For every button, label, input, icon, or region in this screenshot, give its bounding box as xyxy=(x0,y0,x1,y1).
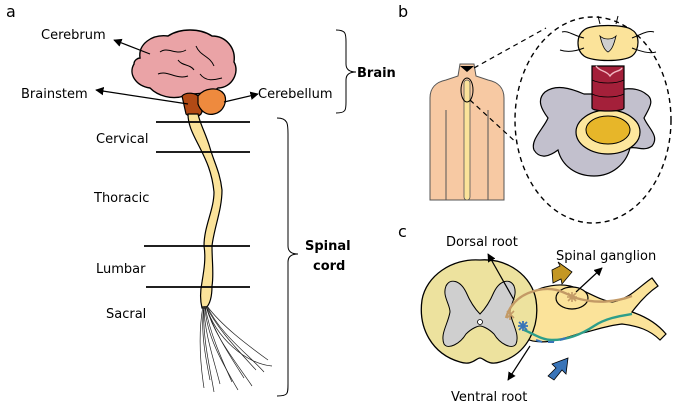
label-spinal-ganglion: Spinal ganglion xyxy=(556,249,656,264)
torso-arm-lines xyxy=(445,110,489,200)
label-ventral-root: Ventral root xyxy=(451,390,527,405)
brain-brace xyxy=(335,29,357,114)
body-spinal-cord-highlight xyxy=(460,77,474,103)
label-brainstem: Brainstem xyxy=(21,87,88,102)
cord-cross-section xyxy=(420,259,538,364)
central-canal xyxy=(477,319,483,325)
cord-top-rootlets xyxy=(559,15,657,54)
dura-segment xyxy=(591,65,625,112)
sensory-pathway xyxy=(504,287,633,319)
cerebellum-arrow xyxy=(223,91,259,103)
label-dorsal-root: Dorsal root xyxy=(446,235,518,250)
label-cerebellum: Cerebellum xyxy=(258,87,333,102)
cerebrum-folds xyxy=(157,45,223,81)
label-lumbar: Lumbar xyxy=(96,262,146,277)
sensory-direction-arrow xyxy=(551,261,573,285)
cerebrum-arrow xyxy=(113,38,151,55)
disc-nucleus xyxy=(585,115,631,145)
cord-top-grey-matter xyxy=(599,34,617,53)
label-sacral: Sacral xyxy=(106,307,146,322)
dorsal-root-arrow xyxy=(487,253,515,301)
label-thoracic: Thoracic xyxy=(93,191,149,206)
skull-base-marker xyxy=(460,66,474,72)
label-brain-group: Brain xyxy=(357,66,396,81)
zoom-line-top xyxy=(473,27,547,69)
spinal-ganglion-arrow xyxy=(575,267,603,293)
motor-direction-arrow xyxy=(547,357,569,381)
spinal-level-lines xyxy=(144,121,250,288)
spinal-cord-brace xyxy=(276,117,299,397)
cerebellum-shape xyxy=(197,88,227,115)
motor-pathway-dashes xyxy=(535,337,567,343)
motor-pathway xyxy=(523,312,633,342)
brainstem-arrow xyxy=(95,86,189,105)
sensory-neuron-icon xyxy=(506,292,577,320)
ventral-root-arrow xyxy=(507,345,531,381)
grey-matter xyxy=(442,280,518,347)
panel-label-c: c xyxy=(398,222,407,241)
label-cerebrum: Cerebrum xyxy=(41,28,106,43)
dura-bands xyxy=(591,79,625,98)
body-spinal-cord xyxy=(463,79,471,201)
label-spinal-group-line2: cord xyxy=(313,259,345,274)
cauda-equina xyxy=(199,305,273,393)
label-cervical: Cervical xyxy=(96,132,148,147)
panel-label-b: b xyxy=(398,2,408,21)
label-spinal-group-line1: Spinal xyxy=(305,239,351,254)
spinal-cord-shape xyxy=(187,113,223,309)
motor-neuron-icon xyxy=(518,321,528,331)
panel-label-a: a xyxy=(6,2,16,21)
spinal-vessels xyxy=(595,65,623,78)
